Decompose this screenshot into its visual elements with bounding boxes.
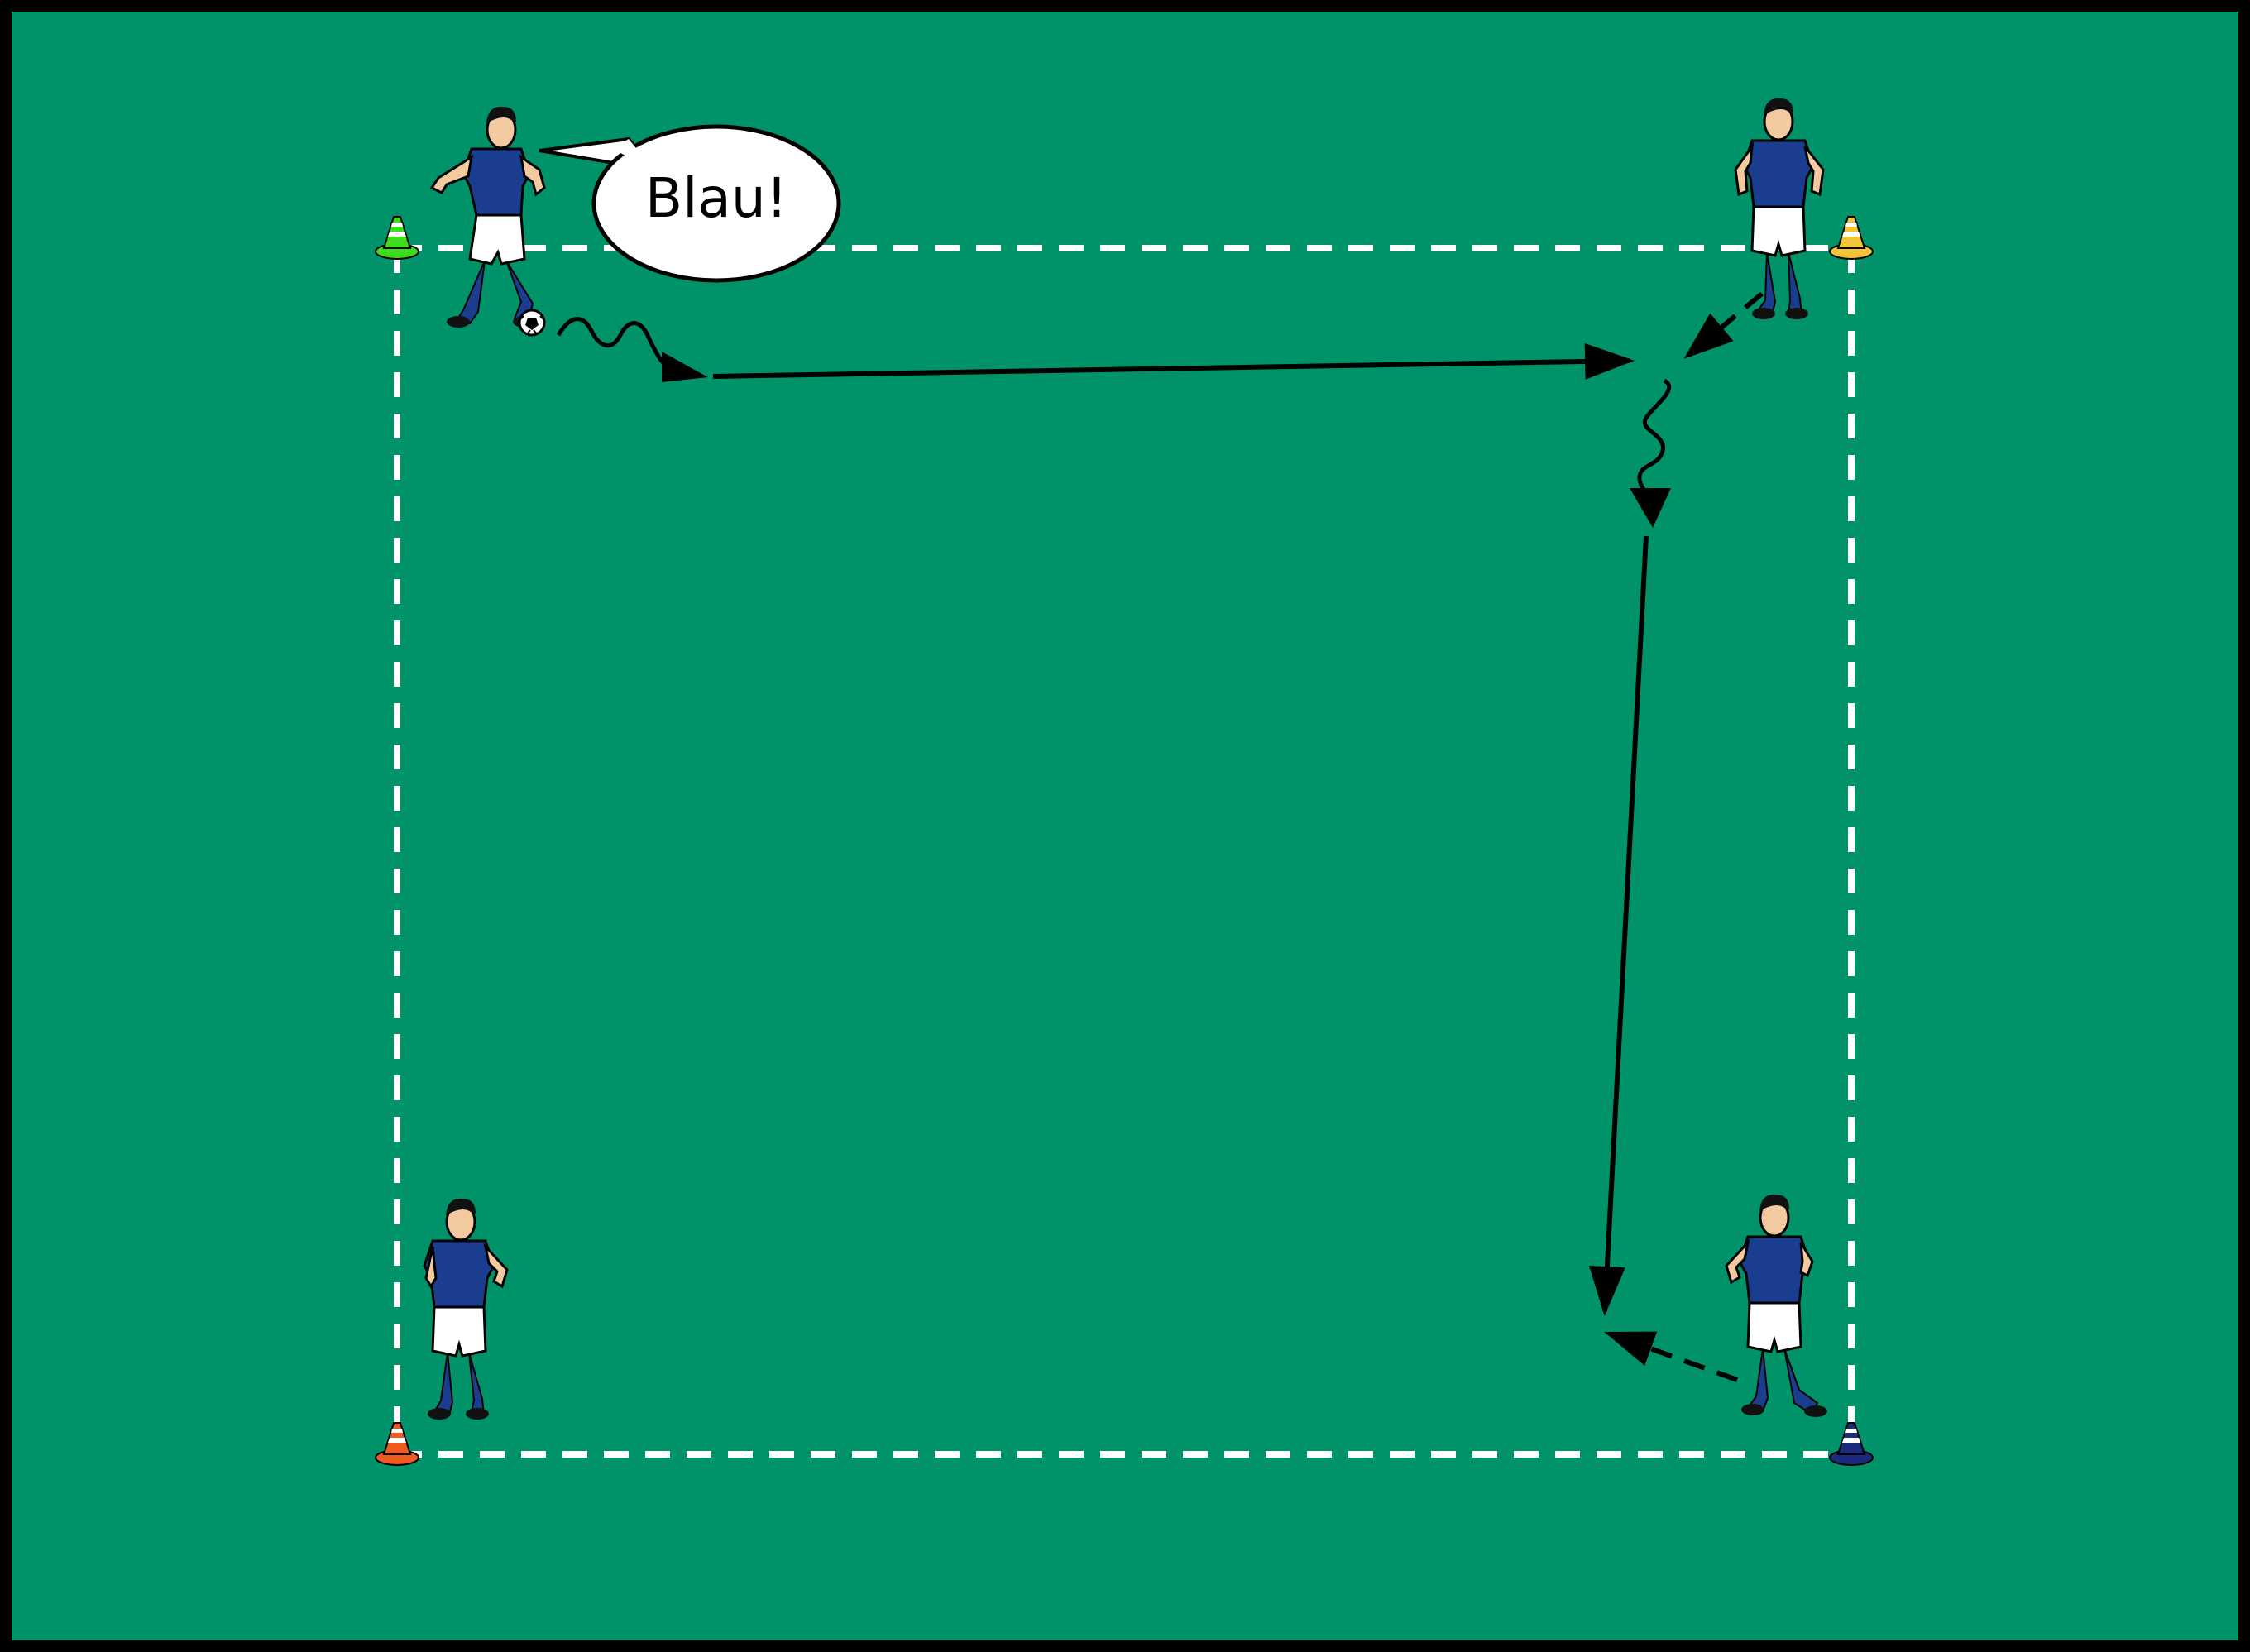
dribble-arrowhead-top-left xyxy=(662,352,708,382)
ball-icon xyxy=(518,309,546,337)
player-top-right xyxy=(1734,98,1825,319)
player-bottom-left xyxy=(423,1198,509,1420)
player-bottom-right xyxy=(1725,1194,1827,1417)
pass-arrow-right xyxy=(1588,535,1649,1316)
speech-text: Blau! xyxy=(645,166,788,230)
player-top-left-with-ball xyxy=(429,106,546,328)
pass-arrow-top xyxy=(712,342,1635,380)
field xyxy=(12,12,2238,1640)
dribble-arrow-right xyxy=(1637,378,1672,498)
speech-bubble: Blau! xyxy=(539,124,841,283)
boundary-square xyxy=(394,245,1855,1458)
dribble-arrowhead-right xyxy=(1630,488,1671,528)
dribble-arrow-top-left xyxy=(556,317,672,371)
run-arrow-bottom-right xyxy=(1604,1331,1739,1382)
run-arrow-top-right xyxy=(1683,291,1764,359)
